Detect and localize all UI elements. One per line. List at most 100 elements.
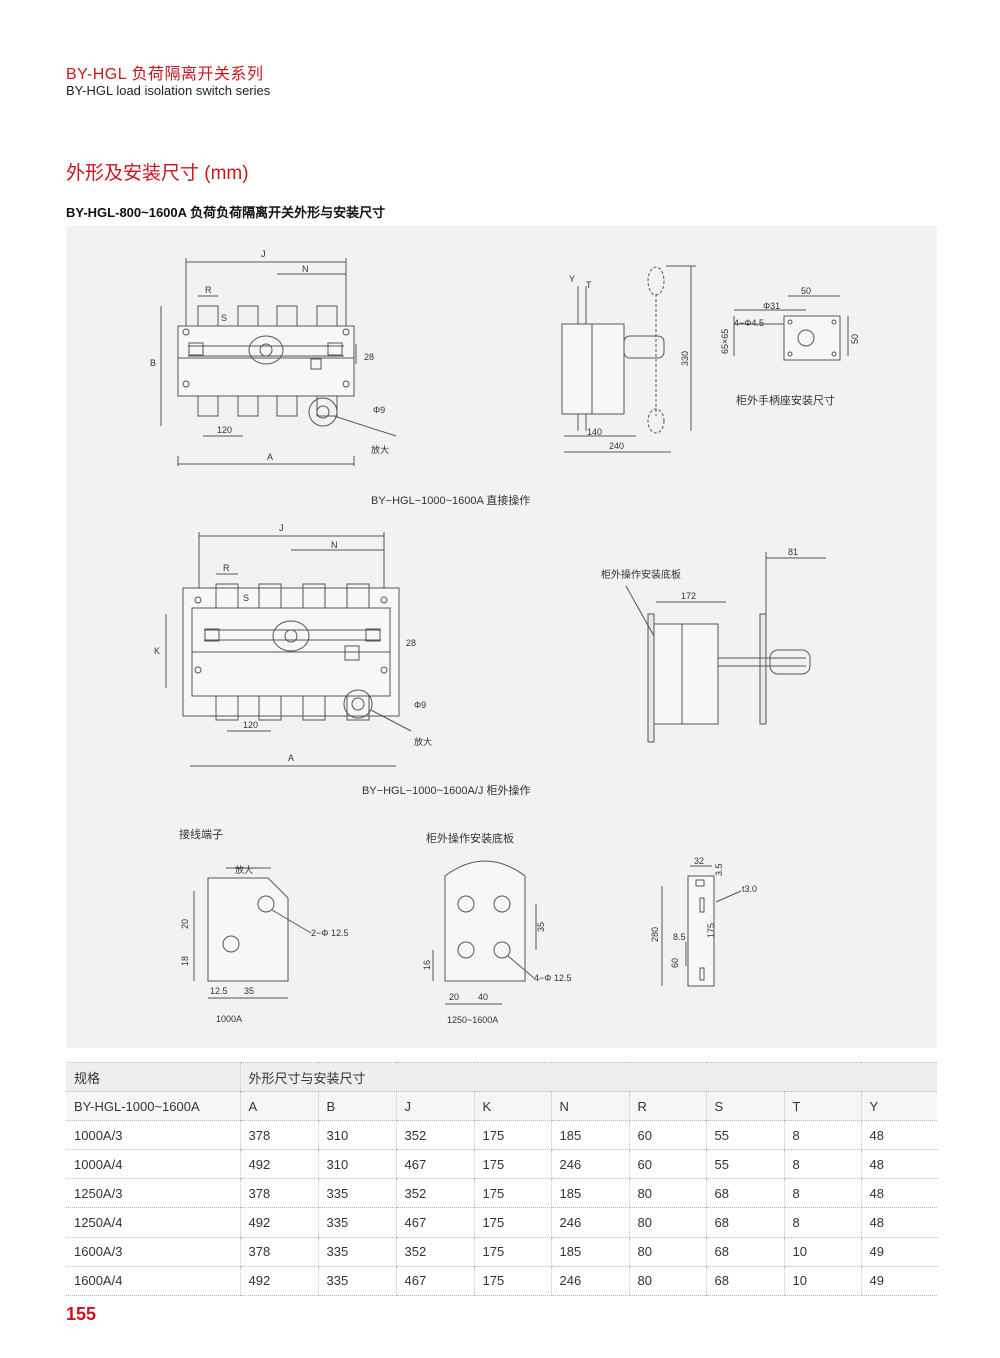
bracket-dim-t3: t3.0: [742, 884, 757, 894]
bracket-dim-280: 280: [650, 927, 660, 942]
header-dims: 外形尺寸与安装尺寸: [239, 1061, 938, 1093]
mounting-plate-view: [432, 860, 537, 1005]
table-column-row: BY-HGL-1000~1600A A B J K N R S T Y: [66, 1091, 938, 1122]
table-row: 1250A/3 378 335 352 175 185 80 68 8 48: [66, 1178, 938, 1209]
dim-label-a: A: [267, 452, 273, 462]
table-cell: 246: [550, 1266, 629, 1296]
col-header: J: [395, 1091, 474, 1122]
table-row: 1600A/4 492 335 467 175 246 80 68 10 49: [66, 1266, 938, 1296]
drawing-subtitle: BY-HGL-800~1600A 负荷负荷隔离开关外形与安装尺寸: [66, 205, 386, 220]
ext-dim-label-120: 120: [243, 720, 258, 730]
ext-dim-label-r: R: [223, 563, 230, 573]
table-row: 1250A/4 492 335 467 175 246 80 68 8 48: [66, 1207, 938, 1238]
ext-dim-label-a: A: [288, 753, 294, 763]
table-cell: 68: [705, 1207, 784, 1238]
dim-label-b: B: [150, 358, 156, 368]
table-cell: 175: [473, 1149, 551, 1180]
terminal-title: 接线端子: [179, 827, 223, 841]
col-header: A: [239, 1091, 318, 1122]
row-name: 1250A/3: [66, 1178, 240, 1209]
series-title-en: BY-HGL load isolation switch series: [66, 83, 271, 98]
page-number: 155: [66, 1304, 97, 1324]
table-cell: 68: [705, 1178, 784, 1209]
table-cell: 378: [239, 1178, 318, 1209]
bracket-dim-60: 60: [670, 958, 680, 968]
dim-label-330: 330: [680, 351, 690, 366]
table-row: 1600A/3 378 335 352 175 185 80 68 10 49: [66, 1237, 938, 1267]
table-cell: 492: [239, 1149, 318, 1180]
ext-mount-plate-label: 柜外操作安装底板: [601, 568, 681, 581]
ext-dim-label-j: J: [279, 523, 284, 533]
plate-caption: 1250~1600A: [447, 1015, 498, 1025]
table-cell: 68: [705, 1266, 784, 1296]
col-header: K: [473, 1091, 551, 1122]
dim-label-50-top: 50: [801, 286, 811, 296]
bracket-view: [661, 865, 742, 987]
plate-title: 柜外操作安装底板: [426, 831, 514, 845]
terminal-dim-18: 18: [180, 956, 190, 966]
table-cell: 48: [860, 1178, 938, 1209]
bracket-dim-175: 175: [706, 923, 716, 938]
terminal-dim-2phi12-5: 2−Φ 12.5: [311, 928, 348, 938]
dim-label-phi31: Φ31: [763, 301, 780, 311]
table-row: 1000A/4 492 310 467 175 246 60 55 8 48: [66, 1149, 938, 1180]
bracket-dim-32: 32: [694, 856, 704, 866]
model-cell: BY-HGL-1000~1600A: [66, 1091, 240, 1122]
ext-dim-label-n: N: [331, 540, 338, 550]
terminal-dim-35: 35: [244, 986, 254, 996]
terminal-enlarged-view: [193, 867, 312, 999]
direct-operation-side-view: [561, 265, 696, 453]
table-cell: 335: [317, 1237, 396, 1267]
col-header: N: [550, 1091, 629, 1122]
table-cell: 68: [705, 1237, 784, 1267]
table-cell: 492: [239, 1207, 318, 1238]
table-cell: 335: [317, 1178, 396, 1209]
table-cell: 80: [628, 1266, 706, 1296]
dim-label-j: J: [261, 249, 266, 259]
dim-label-y: Y: [569, 274, 575, 284]
enlarge-label: 放大: [371, 444, 389, 455]
table-cell: 49: [860, 1237, 938, 1267]
table-cell: 467: [395, 1266, 474, 1296]
ext-side-dim-81: 81: [788, 547, 798, 557]
ext-dim-label-s: S: [243, 593, 249, 603]
table-cell: 335: [317, 1266, 396, 1296]
table-cell: 175: [473, 1207, 551, 1238]
table-row: 1000A/3 378 310 352 175 185 60 55 8 48: [66, 1120, 938, 1151]
table-cell: 175: [473, 1178, 551, 1209]
table-cell: 175: [473, 1120, 551, 1151]
col-header: B: [317, 1091, 396, 1122]
plate-dim-35: 35: [536, 922, 546, 932]
table-cell: 48: [860, 1120, 938, 1151]
ext-dim-label-28: 28: [406, 638, 416, 648]
dim-label-r: R: [205, 285, 212, 295]
row-name: 1600A/4: [66, 1266, 240, 1296]
plate-dim-4phi12-5: 4−Φ 12.5: [534, 973, 571, 983]
col-header: S: [705, 1091, 784, 1122]
handle-seat-view: [733, 295, 849, 361]
table-cell: 492: [239, 1266, 318, 1296]
plate-dim-16: 16: [422, 960, 432, 970]
spec-table: 规格 外形尺寸与安装尺寸 BY-HGL-1000~1600A A B J K N…: [66, 1061, 938, 1296]
dim-label-140: 140: [587, 427, 602, 437]
ext-dim-label-k: K: [154, 646, 160, 656]
col-header: Y: [860, 1091, 938, 1122]
row-name: 1000A/3: [66, 1120, 240, 1151]
dim-label-50-side: 50: [850, 334, 860, 344]
table-cell: 8: [783, 1120, 861, 1151]
table-cell: 80: [628, 1237, 706, 1267]
dim-label-n: N: [302, 264, 309, 274]
table-cell: 8: [783, 1207, 861, 1238]
dim-label-28: 28: [364, 352, 374, 362]
terminal-caption: 1000A: [216, 1014, 242, 1024]
dim-label-s: S: [221, 313, 227, 323]
terminal-enlarge-label: 放大: [235, 864, 253, 875]
section-title: 外形及安装尺寸 (mm): [66, 163, 249, 184]
table-cell: 48: [860, 1207, 938, 1238]
table-cell: 246: [550, 1149, 629, 1180]
ext-enlarge-label: 放大: [414, 736, 432, 747]
table-cell: 335: [317, 1207, 396, 1238]
table-cell: 352: [395, 1120, 474, 1151]
col-header: R: [628, 1091, 706, 1122]
plate-dim-40: 40: [478, 992, 488, 1002]
